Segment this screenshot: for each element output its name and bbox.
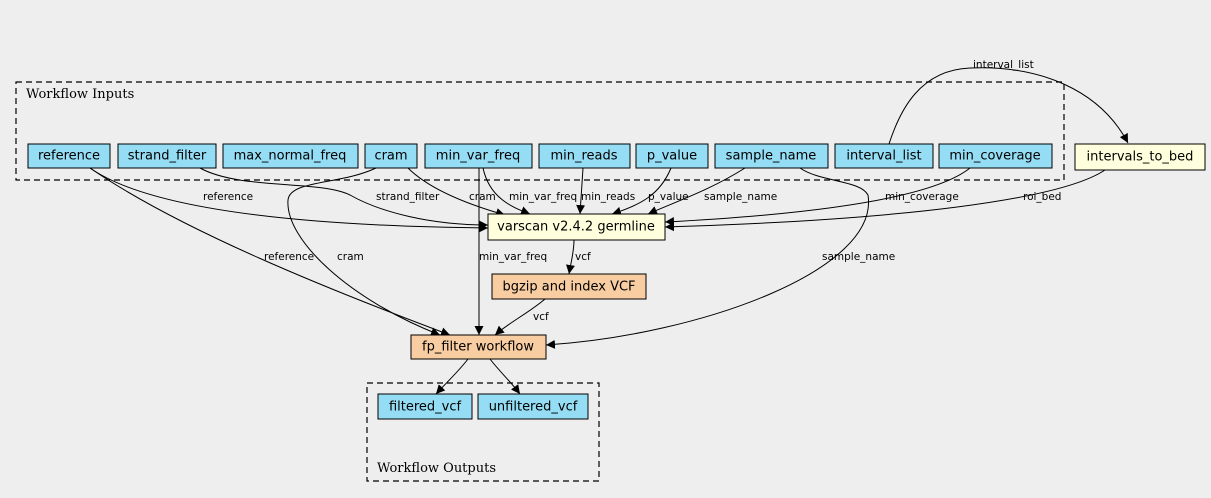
node-max_normal_freq-label: max_normal_freq — [234, 149, 347, 164]
edges: interval_list reference strand_filter cr… — [89, 59, 1129, 395]
node-fp_filter[interactable]: fp_filter workflow — [410, 334, 547, 360]
node-min_coverage[interactable]: min_coverage — [938, 143, 1053, 169]
edge-intervals_to_bed-varscan: roi_bed — [664, 169, 1106, 232]
edge-cram-varscan: cram — [407, 167, 506, 217]
edge-p_value-varscan: p_value — [611, 167, 689, 216]
edge-reference-varscan: reference — [89, 167, 489, 233]
edge-label-roi_bed: roi_bed — [1023, 191, 1061, 203]
node-min_coverage-box — [938, 143, 1053, 169]
edge-label-vcf-1: vcf — [575, 251, 591, 263]
node-varscan-label: varscan v2.4.2 germline — [497, 220, 655, 235]
node-min_reads-box — [538, 143, 631, 169]
edge-label-min_var_freq: min_var_freq — [509, 191, 577, 203]
node-unfiltered_vcf-box — [477, 393, 589, 420]
node-max_normal_freq-box — [222, 143, 359, 169]
edge-label-cram-2: cram — [337, 251, 364, 263]
edge-label-cram: cram — [469, 191, 496, 203]
edge-label-sample_name: sample_name — [704, 191, 777, 203]
node-strand_filter[interactable]: strand_filter — [117, 143, 217, 169]
node-p_value-label: p_value — [647, 149, 697, 164]
node-min_var_freq-box — [424, 143, 533, 169]
node-min_var_freq[interactable]: min_var_freq — [424, 143, 533, 169]
node-filtered_vcf-box — [377, 393, 473, 420]
edge-varscan-bgzip: vcf — [566, 239, 591, 275]
node-min_reads-label: min_reads — [550, 149, 617, 164]
node-cram[interactable]: cram — [364, 143, 418, 169]
node-sample_name-box — [714, 143, 829, 169]
node-reference[interactable]: reference — [27, 143, 111, 169]
node-fp_filter-box — [410, 334, 547, 360]
edge-min_var_freq-varscan: min_var_freq — [482, 167, 577, 215]
node-varscan[interactable]: varscan v2.4.2 germline — [487, 213, 666, 241]
node-interval_list[interactable]: interval_list — [834, 143, 934, 169]
node-unfiltered_vcf[interactable]: unfiltered_vcf — [477, 393, 589, 420]
edge-sample_name-varscan: sample_name — [647, 167, 777, 215]
node-filtered_vcf[interactable]: filtered_vcf — [377, 393, 473, 420]
workflow-outputs-cluster: Workflow Outputs — [366, 382, 600, 482]
node-p_value-box — [635, 143, 709, 169]
node-bgzip-label: bgzip and index VCF — [502, 280, 635, 295]
node-fp_filter-label: fp_filter workflow — [422, 340, 534, 355]
edge-strand_filter-varscan: strand_filter — [199, 167, 489, 230]
edge-fp_filter-unfiltered_vcf — [489, 358, 521, 395]
edge-min_reads-varscan: min_reads — [576, 167, 635, 215]
node-varscan-box — [487, 213, 666, 241]
node-sample_name[interactable]: sample_name — [714, 143, 829, 169]
edge-label-min_coverage: min_coverage — [885, 191, 959, 203]
node-strand_filter-label: strand_filter — [128, 149, 207, 164]
node-bgzip[interactable]: bgzip and index VCF — [491, 273, 647, 300]
node-intervals_to_bed-label: intervals_to_bed — [1087, 150, 1194, 165]
node-min_coverage-label: min_coverage — [949, 149, 1040, 164]
edge-label-min_reads: min_reads — [581, 191, 635, 203]
edge-interval_list-intervals_to_bed: interval_list — [888, 59, 1129, 145]
edge-label-min_var_freq-2: min_var_freq — [479, 251, 547, 263]
workflow-outputs-label: Workflow Outputs — [377, 461, 496, 476]
node-max_normal_freq[interactable]: max_normal_freq — [222, 143, 359, 169]
node-reference-label: reference — [38, 149, 100, 164]
node-interval_list-box — [834, 143, 934, 169]
edge-fp_filter-filtered_vcf — [435, 358, 469, 395]
node-sample_name-label: sample_name — [726, 149, 817, 164]
node-strand_filter-box — [117, 143, 217, 169]
node-reference-box — [27, 143, 111, 169]
node-intervals_to_bed[interactable]: intervals_to_bed — [1074, 143, 1206, 171]
edge-label-strand_filter: strand_filter — [376, 191, 440, 203]
edge-label-reference-2: reference — [264, 251, 314, 263]
node-min_var_freq-label: min_var_freq — [436, 149, 520, 164]
node-unfiltered_vcf-label: unfiltered_vcf — [489, 400, 578, 415]
node-filtered_vcf-label: filtered_vcf — [389, 400, 462, 415]
node-interval_list-label: interval_list — [846, 149, 921, 164]
edge-min_var_freq-fp_filter: min_var_freq — [474, 167, 547, 335]
edge-min_coverage-varscan: min_coverage — [664, 167, 971, 227]
edge-bgzip-fp_filter: vcf — [494, 298, 549, 336]
edge-label-interval_list: interval_list — [973, 59, 1034, 71]
node-intervals_to_bed-box — [1074, 143, 1206, 171]
edge-cram-fp_filter: cram — [287, 167, 441, 336]
edge-sample_name-fp_filter: sample_name — [545, 167, 895, 349]
edge-label-vcf-2: vcf — [533, 311, 549, 323]
node-min_reads[interactable]: min_reads — [538, 143, 631, 169]
workflow-inputs-label: Workflow Inputs — [26, 87, 134, 102]
node-bgzip-box — [491, 273, 647, 300]
edge-reference-fp_filter: reference — [89, 167, 451, 337]
edge-label-reference: reference — [203, 191, 253, 203]
edge-label-sample_name-2: sample_name — [822, 251, 895, 263]
node-cram-box — [364, 143, 418, 169]
edge-label-p_value: p_value — [648, 191, 689, 203]
workflow-inputs-cluster: Workflow Inputs — [15, 81, 1065, 181]
node-cram-label: cram — [374, 149, 407, 164]
node-p_value[interactable]: p_value — [635, 143, 709, 169]
